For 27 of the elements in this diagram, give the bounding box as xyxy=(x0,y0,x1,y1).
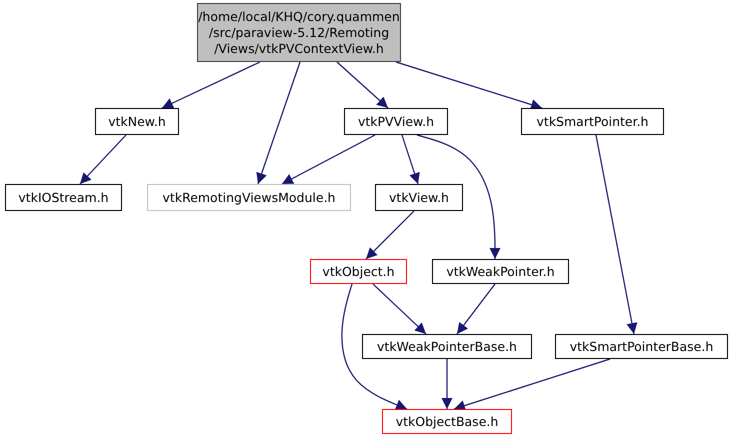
arrow xyxy=(442,359,452,409)
arrow xyxy=(336,62,388,108)
file-box: vtkSmartPointerBase.h xyxy=(555,334,728,359)
file-box: vtkNew.h xyxy=(95,108,179,135)
arrow xyxy=(454,358,610,411)
file-box: vtkObjectBase.h xyxy=(382,409,512,434)
file-box: vtkIOStream.h xyxy=(5,184,122,211)
file-box: /home/local/KHQ/cory.quammen /src/paraview-5.12/Remoting /Views/vtkPVContextView.h xyxy=(197,3,401,62)
file-box: vtkView.h xyxy=(375,184,463,211)
arrow xyxy=(341,284,408,410)
arrow xyxy=(366,210,414,260)
arrow xyxy=(416,134,500,259)
arrow xyxy=(162,61,260,109)
file-box: vtkWeakPointerBase.h xyxy=(362,334,532,359)
arrow xyxy=(372,284,426,334)
arrow xyxy=(282,134,376,185)
file-box: vtkWeakPointer.h xyxy=(432,259,569,284)
arrow xyxy=(401,134,420,184)
arrow xyxy=(396,61,542,110)
file-box: vtkSmartPointer.h xyxy=(521,108,664,135)
file-box: vtkPVView.h xyxy=(344,108,448,135)
arrow xyxy=(456,284,496,334)
arrow xyxy=(595,134,638,334)
arrow xyxy=(80,134,126,184)
file-box: vtkRemotingViewsModule.h xyxy=(147,184,351,211)
arrow xyxy=(256,62,301,184)
file-box: vtkObject.h xyxy=(310,259,407,284)
